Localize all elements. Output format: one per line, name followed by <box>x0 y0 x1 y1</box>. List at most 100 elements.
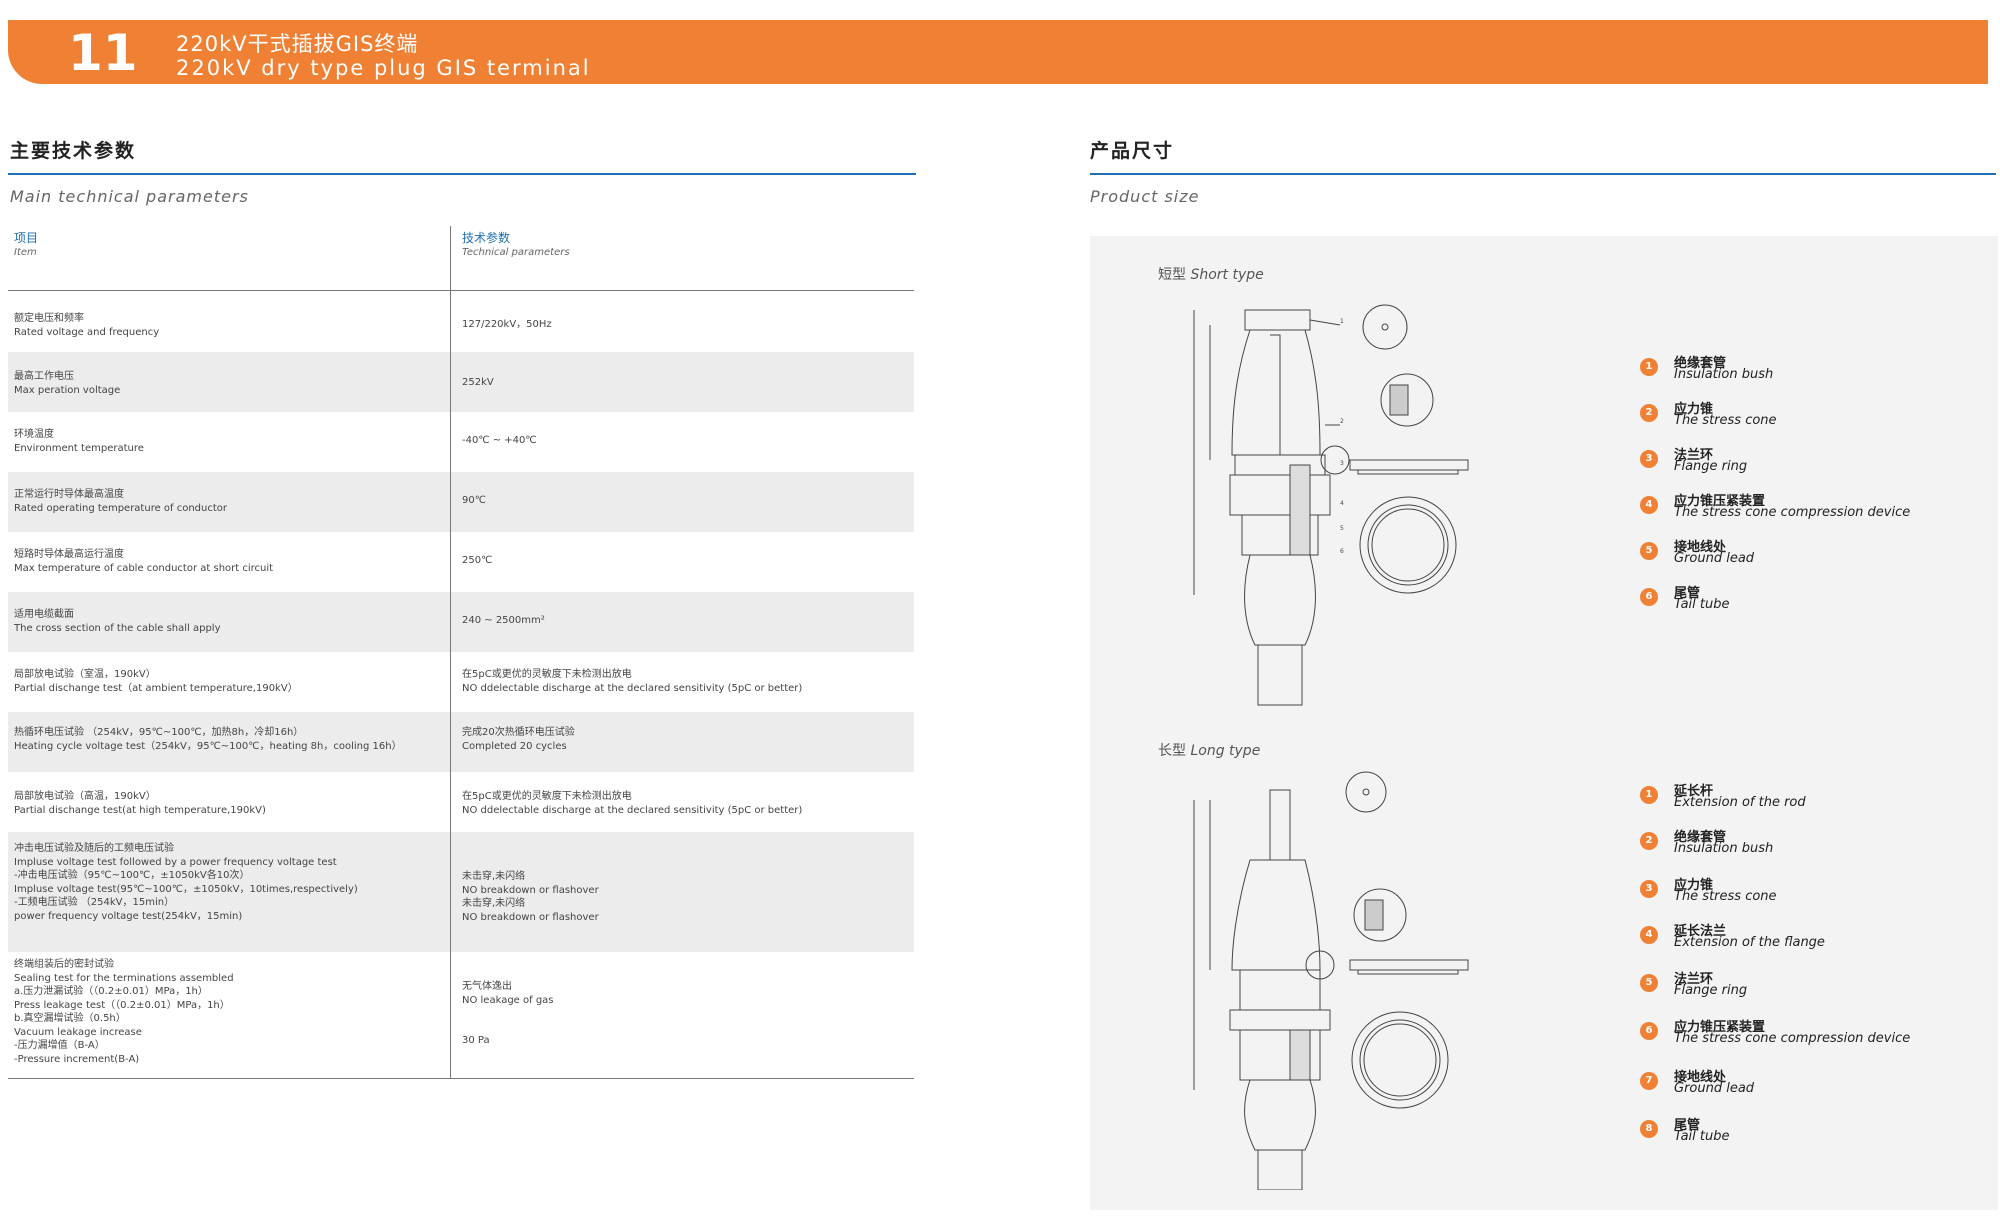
value-text: -40℃ ~ +40℃ <box>462 435 537 446</box>
header-banner: 11 220kV干式插拔GIS终端 220kV dry type plug GI… <box>8 20 1988 84</box>
table-bottom-rule <box>8 1078 914 1079</box>
item-text: -工频电压试验 （254kV，15min） <box>14 897 175 908</box>
legend-label-cn: 延长杆 <box>1674 784 1714 799</box>
item-text: 冲击电压试验及随后的工频电压试验 <box>14 843 174 854</box>
item-text: -Pressure increment(B-A) <box>14 1053 140 1065</box>
item-text: Max peration voltage <box>14 384 121 396</box>
legend-label-en: Flange ring <box>1674 459 1748 474</box>
item-text: Environment temperature <box>14 442 144 454</box>
legend-label-cn: 应力锥压紧装置 <box>1674 494 1766 509</box>
item-text: Impluse voltage test(95℃~100℃，±1050kV，10… <box>14 883 358 895</box>
value-text: 未击穿,未闪络 <box>462 871 526 882</box>
size-heading-en: Product size <box>1090 187 1200 206</box>
legend-label-en: Ground lead <box>1674 551 1755 566</box>
value-text: 在5pC或更优的灵敏度下未检测出放电 <box>462 669 632 680</box>
item-text: 局部放电试验（高温，190kV） <box>14 791 156 802</box>
table-header-row: 项目 Item 技术参数 Technical parameters <box>8 226 914 292</box>
item-text: Partial dischange test（at ambient temper… <box>14 682 298 694</box>
legend-number-badge: 8 <box>1640 1120 1658 1138</box>
legend-number-badge: 7 <box>1640 1072 1658 1090</box>
svg-text:1: 1 <box>1340 318 1344 325</box>
item-text: The cross section of the cable shall app… <box>14 622 221 634</box>
product-size-panel <box>1090 236 1998 1210</box>
table-row: 局部放电试验（室温，190kV） Partial dischange test（a… <box>8 652 914 712</box>
value-text: 252kV <box>462 377 494 388</box>
item-text: b.真空漏增试验（0.5h） <box>14 1013 126 1024</box>
item-text: -冲击电压试验（95℃~100℃，±1050kV各10次） <box>14 870 250 881</box>
legend-number-badge: 3 <box>1640 880 1658 898</box>
legend-number-badge: 5 <box>1640 542 1658 560</box>
table-row: 热循环电压试验 （254kV，95℃~100℃，加热8h，冷却16h） Heati… <box>8 712 914 772</box>
table-row: 短路时导体最高运行温度 Max temperature of cable cond… <box>8 532 914 592</box>
item-text: 局部放电试验（室温，190kV） <box>14 669 156 680</box>
value-text: 240 ~ 2500mm² <box>462 615 545 626</box>
table-column-divider <box>450 226 451 1078</box>
item-text: Max temperature of cable conductor at sh… <box>14 562 274 574</box>
svg-text:6: 6 <box>1340 548 1344 555</box>
section-number: 11 <box>68 24 138 82</box>
item-text: Rated voltage and frequency <box>14 326 160 338</box>
long-type-label: 长型 Long type <box>1158 743 1261 759</box>
item-text: 热循环电压试验 （254kV，95℃~100℃，加热8h，冷却16h） <box>14 727 304 738</box>
item-text: 短路时导体最高运行温度 <box>14 549 124 560</box>
long-type-drawing <box>1193 771 1469 1190</box>
item-text: 终端组装后的密封试验 <box>14 959 114 970</box>
value-text: NO breakdown or flashover <box>462 911 599 923</box>
svg-text:5: 5 <box>1340 525 1344 532</box>
legend-label-en: Tail tube <box>1674 1129 1730 1144</box>
title-cn: 220kV干式插拔GIS终端 <box>176 32 419 56</box>
value-text <box>462 1021 902 1035</box>
legend-label-en: Insulation bush <box>1674 367 1774 382</box>
legend-label-cn: 法兰环 <box>1674 448 1714 463</box>
params-divider <box>8 173 916 175</box>
legend-label-en: Flange ring <box>1674 983 1748 998</box>
item-cell: 局部放电试验（室温，190kV） Partial dischange test（a… <box>14 668 444 695</box>
item-text: Heating cycle voltage test（254kV，95℃~100… <box>14 740 402 752</box>
legend-label-cn: 法兰环 <box>1674 972 1714 987</box>
item-cell: 局部放电试验（高温，190kV）Partial dischange test(a… <box>14 790 444 817</box>
short-type-label: 短型 Short type <box>1158 267 1264 283</box>
value-text: 90℃ <box>462 495 486 506</box>
item-text: Vacuum leakage increase <box>14 1026 142 1038</box>
legend-number-badge: 6 <box>1640 588 1658 606</box>
table-header-rule <box>8 290 914 291</box>
legend-number-badge: 1 <box>1640 358 1658 376</box>
value-cell: 90℃ <box>462 494 902 508</box>
legend-number-badge: 5 <box>1640 974 1658 992</box>
table-row: 局部放电试验（高温，190kV）Partial dischange test(a… <box>8 772 914 832</box>
legend-label-en: The stress cone <box>1674 889 1777 904</box>
item-cell: 热循环电压试验 （254kV，95℃~100℃，加热8h，冷却16h） Heati… <box>14 726 444 753</box>
legend-number-badge: 2 <box>1640 404 1658 422</box>
legend-number-badge: 2 <box>1640 832 1658 850</box>
legend-number-badge: 4 <box>1640 926 1658 944</box>
legend-label-cn: 应力锥 <box>1674 402 1714 417</box>
size-heading-cn: 产品尺寸 <box>1090 140 1175 162</box>
parameters-table: 项目 Item 技术参数 Technical parameters 额定电压和频… <box>8 226 914 1078</box>
value-text: 30 Pa <box>462 1035 490 1046</box>
item-text: power frequency voltage test(254kV，15min… <box>14 910 243 922</box>
legend-label-en: Ground lead <box>1674 1081 1755 1096</box>
